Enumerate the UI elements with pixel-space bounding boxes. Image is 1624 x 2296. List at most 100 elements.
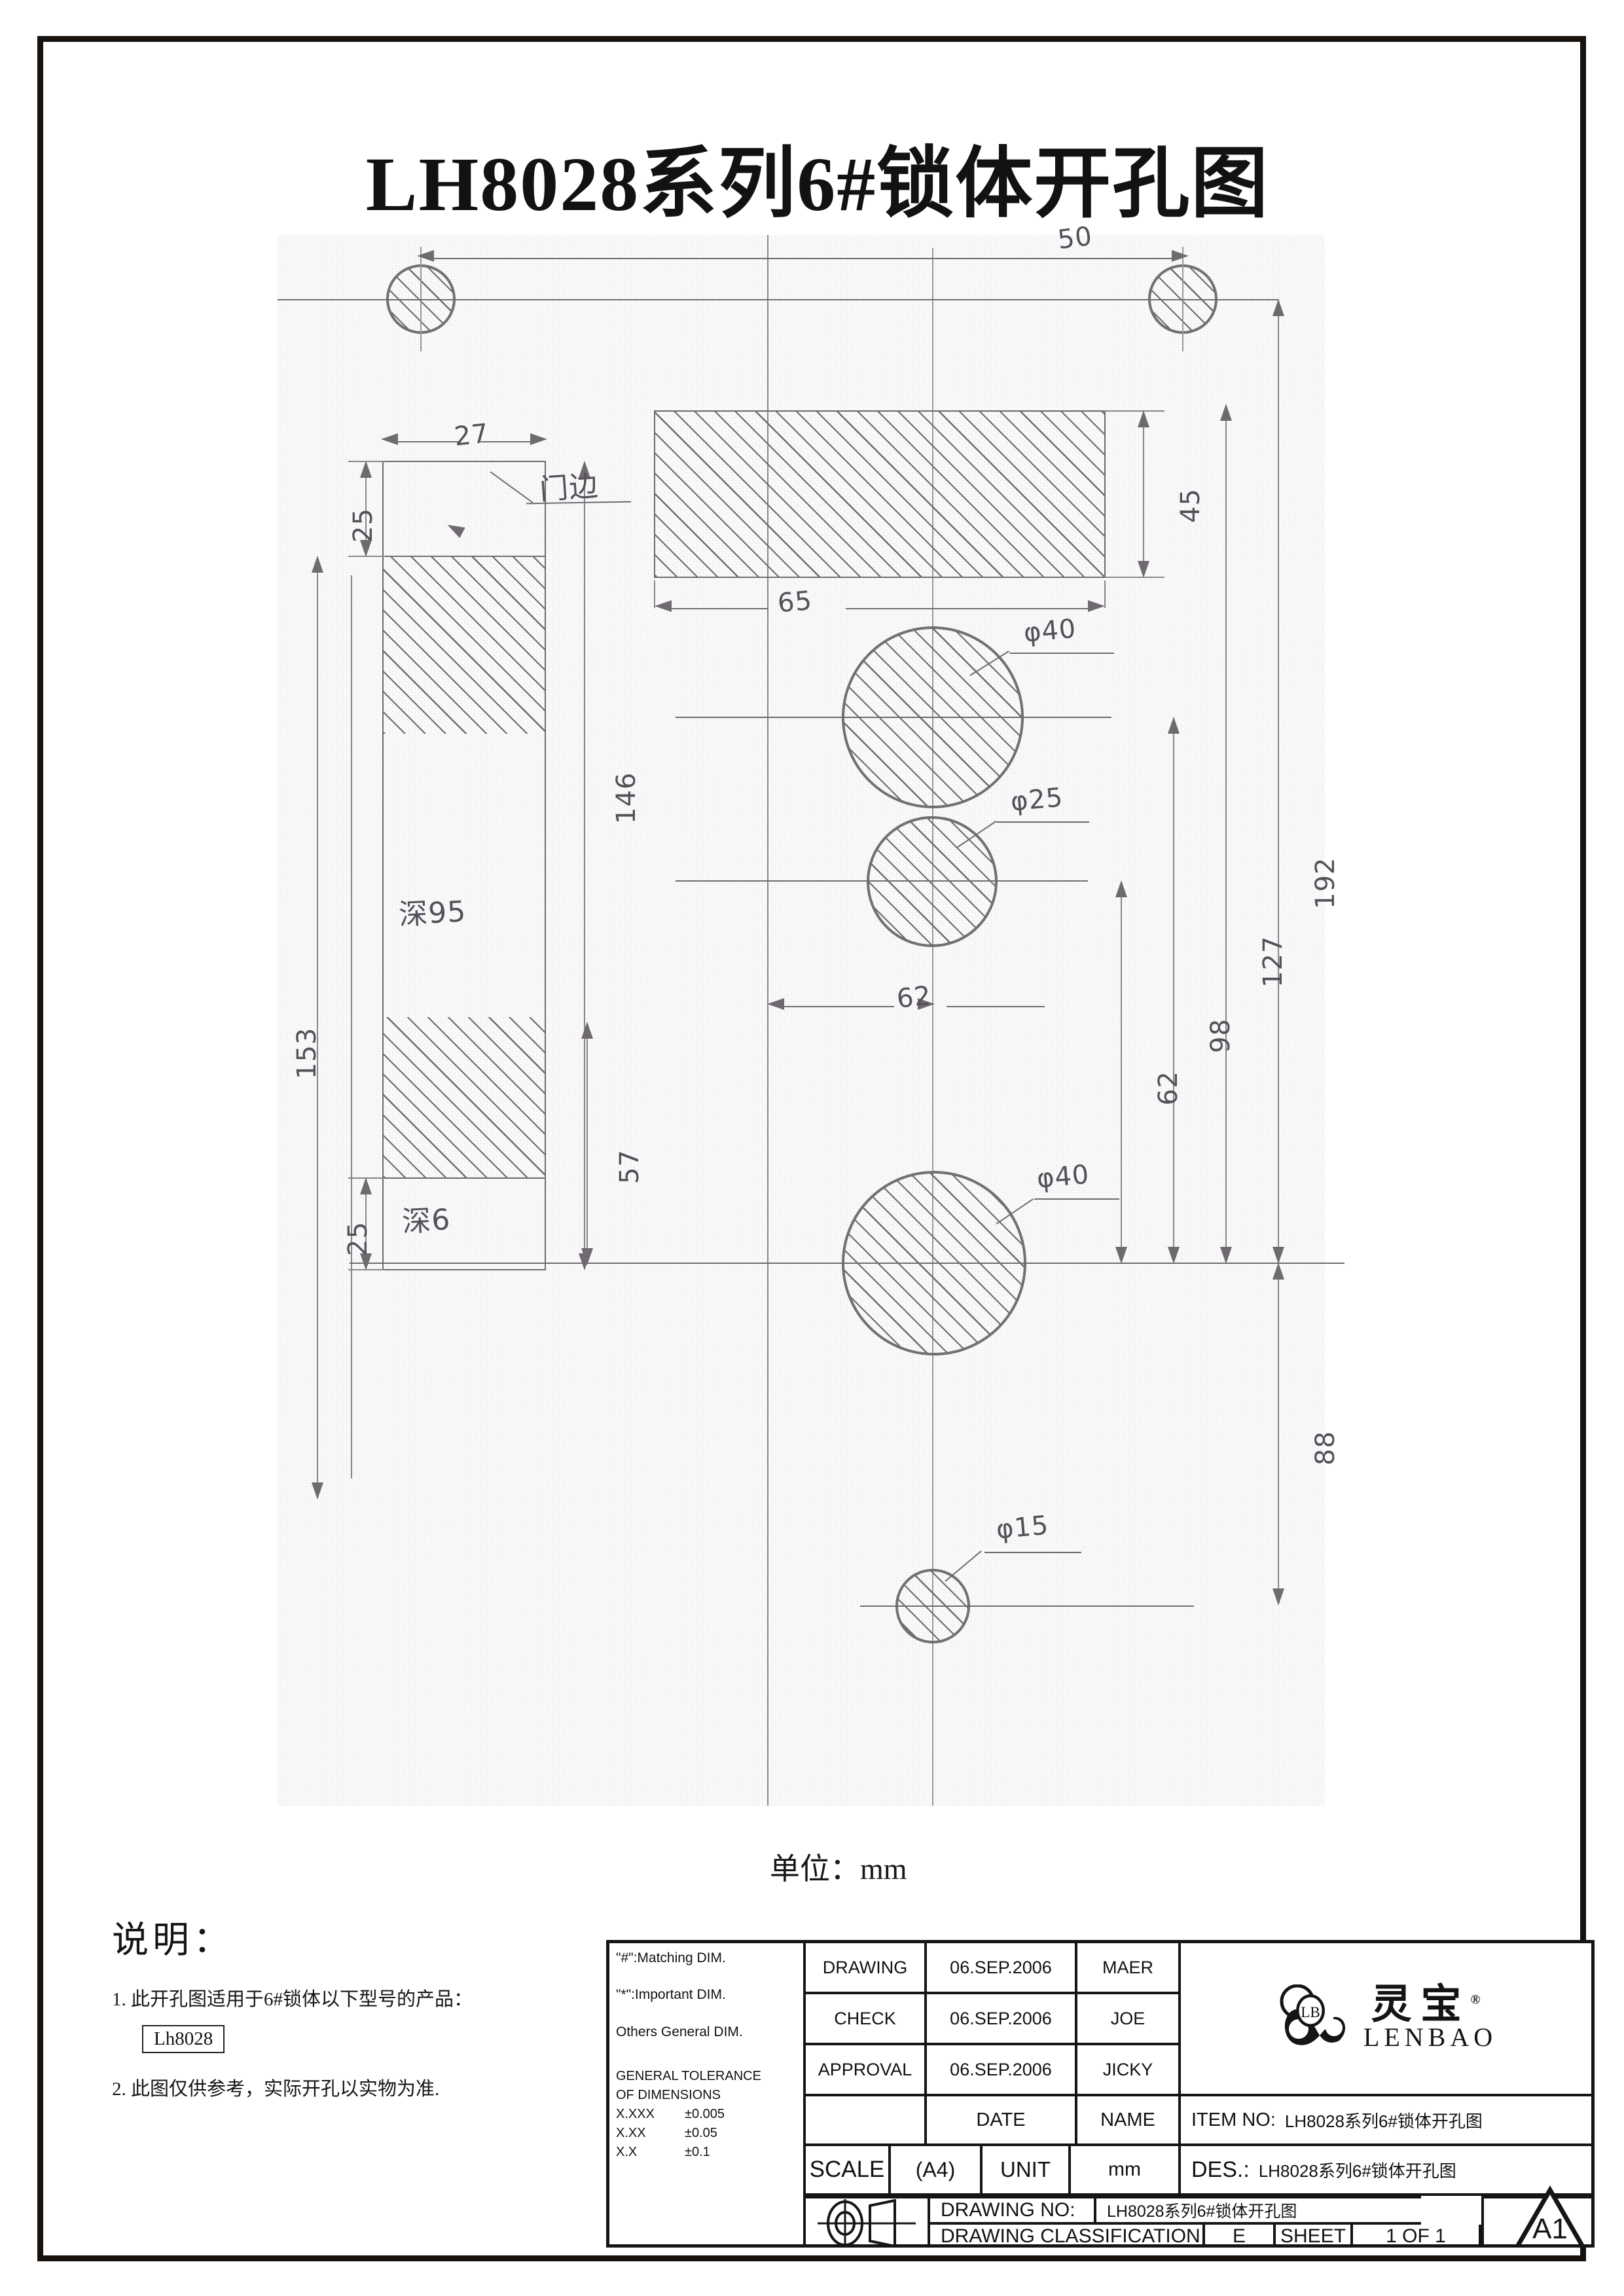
dim-25u-arrow-up [360,461,372,478]
dim-27-arrow-left [381,433,398,445]
dim-25l-label: 25 [343,1221,373,1256]
approval-date-check: 06.SEP.2006 [924,1994,1075,2045]
approval-date-drawing: 06.SEP.2006 [924,1943,1075,1994]
door-edge-line [767,235,768,1806]
tol-row: X.X±0.1 [616,2143,796,2162]
drawing-no-value: LH8028系列6#锁体开孔图 [1094,2196,1421,2225]
approval-role-check: CHECK [803,1994,924,2045]
hole-phi25-hatch [868,817,996,946]
dim-27-arrow-right [530,433,547,445]
tol-place: X.XX [616,2125,646,2140]
dim-65-line-right [846,608,1096,609]
lenbao-wordmark: 灵宝® LENBAO [1363,1984,1497,2050]
phi15-leader-h [984,1552,1081,1553]
notes-block: 说明： 1. 此开孔图适用于6#锁体以下型号的产品： Lh8028 2. 此图仅… [112,1910,596,2104]
des-row: DES.: LH8028系列6#锁体开孔图 [1178,2146,1592,2196]
dim-45-ext-bottom [1104,577,1164,578]
door-edge-leader-diag [490,471,533,503]
dim-57-label: 57 [615,1149,645,1184]
pocket-bottom-edge [654,577,1106,578]
svg-text:LB: LB [1301,2004,1320,2020]
dim-57-arrow-up [581,1022,593,1039]
phi25-label: φ25 [1009,782,1065,817]
hole-phi25 [867,816,998,947]
notes-heading: 说明： [112,1920,234,1961]
pocket-right-edge [1104,410,1106,578]
approval-header-name: NAME [1075,2096,1178,2146]
dim-98-label: 98 [1206,1018,1236,1053]
note-model-box: Lh8028 [142,2024,225,2053]
phi25-axis [676,880,1088,882]
slot-hatch-lower [384,1017,545,1177]
registered-mark: ® [1470,1992,1490,2007]
approval-name-approval: JICKY [1075,2045,1178,2096]
tol-place: X.XXX [616,2106,655,2121]
dim-62h-line-right [947,1006,1045,1007]
lenbao-logo: LB 灵宝® LENBAO [1276,1984,1497,2053]
dim-127-label: 127 [1258,935,1288,988]
tol-general-line1: GENERAL TOLERANCE [616,2068,761,2083]
dim-65-ext-right [1104,581,1106,608]
phi15-leader-diag [945,1550,982,1582]
dim-98-line [1173,723,1174,1256]
dim-88-label: 88 [1310,1431,1341,1465]
dim-65-line-left [664,608,768,609]
slot-top-edge [382,461,546,462]
slot-right-edge [545,461,546,1270]
depth-6-label: 深6 [401,1203,452,1239]
dim-98-arrow-up [1168,717,1180,734]
dim-146-arrow-up [579,461,590,478]
phi40-upper-label: φ40 [1022,613,1078,649]
dim-62h-label: 62 [895,980,933,1014]
technical-sketch-area: 50 45 65 [278,221,1344,1806]
dim-153-arrow-down [312,1482,323,1499]
door-edge-label: 门边 [538,469,600,507]
dim-27-label: 27 [452,418,491,452]
dim-50-label: 50 [1056,221,1094,256]
dim-65-label: 65 [776,585,814,619]
approval-role-drawing: DRAWING [803,1943,924,1994]
dim-62h-line-left [776,1006,894,1007]
dim-127-arrow-up [1220,404,1232,421]
dim-62v-line [1121,887,1122,1256]
des-label: DES.: [1191,2157,1250,2182]
dim-146-line [584,467,585,1269]
des-value: LH8028系列6#锁体开孔图 [1258,2161,1456,2181]
slot-left-edge [382,461,384,1270]
top-holes-axis [278,299,1279,300]
dim-57-arrow-down [581,1248,593,1265]
dim-88-line [1278,1269,1279,1596]
phi40-upper-axis [676,717,1111,718]
dim-192-label: 192 [1310,857,1341,909]
dim-45-ext-top [1104,410,1164,412]
pocket-top-edge [654,410,1106,412]
dim-25l-arrow-down [360,1253,372,1270]
item-no-row: ITEM NO: LH8028系列6#锁体开孔图 [1178,2096,1592,2146]
unit-note: 单位：mm [770,1852,907,1886]
dim-62h-arrow-left [767,998,784,1010]
dim-45-line [1143,417,1144,573]
dim-88-arrow-up [1272,1263,1284,1280]
phi40-lower-leader-h [1034,1198,1119,1200]
classification-value: E [1202,2225,1273,2248]
tol-value: ±0.05 [685,2125,717,2140]
tol-row: X.XXX±0.005 [616,2105,796,2124]
company-logo-cell: LB 灵宝® LENBAO [1178,1943,1592,2096]
projection-symbol-cell [803,2196,928,2248]
phi40-lower-label: φ40 [1036,1159,1091,1194]
pocket-hatch [655,412,1104,577]
dim-50-arrow-right [1172,250,1189,262]
dim-65-arrow-left [655,600,672,612]
slot-hatch-upper [384,557,545,734]
approval-role-approval: APPROVAL [803,2045,924,2096]
slot-divider-upper [382,556,546,557]
sheet-size-label: A1 [1532,2213,1568,2245]
tol-matching: "#":Matching DIM. [616,1950,726,1965]
note-item-2: 2. 此图仅供参考，实际开孔以实物为准. [112,2078,440,2100]
approval-date-approval: 06.SEP.2006 [924,2045,1075,2096]
classification-label: DRAWING CLASSIFICATION [928,2225,1202,2248]
tol-important: "*":Important DIM. [616,1987,726,2003]
scale-value: (A4) [888,2146,980,2196]
approval-header-blank [803,2096,924,2146]
dim-45-arrow-down [1138,561,1149,578]
